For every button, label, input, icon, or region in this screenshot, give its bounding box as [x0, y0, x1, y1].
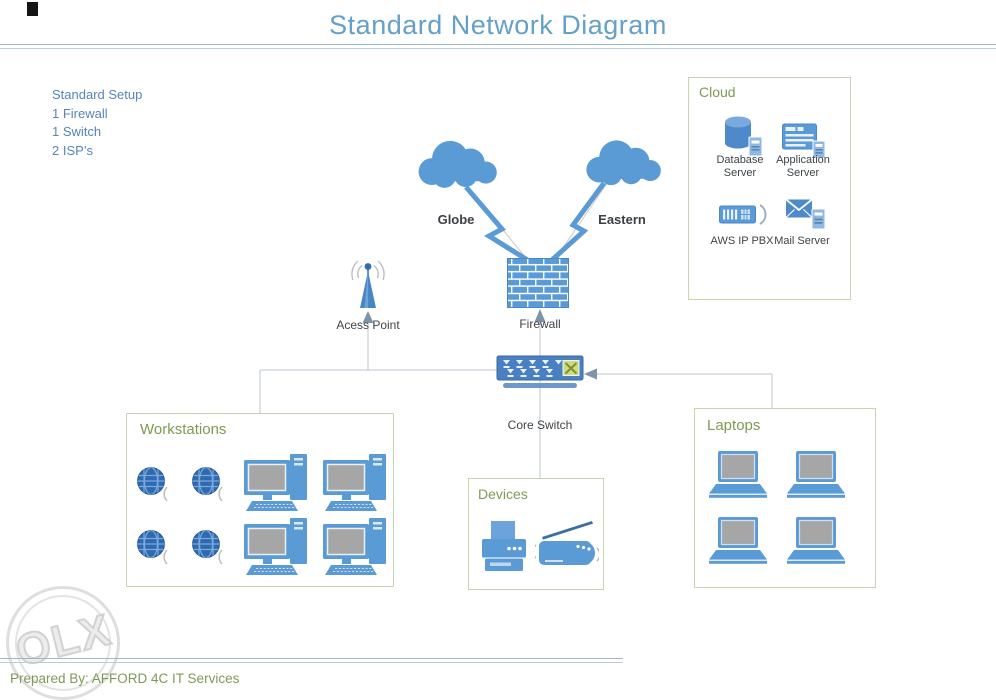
laptop-icon: [709, 517, 767, 564]
scan-artifact-mark: [27, 2, 38, 16]
workstation-desktop-icon: [323, 454, 386, 511]
access-point-icon: [351, 260, 385, 308]
printer-icon: [482, 521, 526, 571]
devices-group-label: Devices: [478, 486, 528, 502]
cloud-group-box: Cloud Database Server Application Server: [688, 77, 851, 300]
database-server-icon: [725, 116, 763, 157]
laptops-group-label: Laptops: [707, 417, 761, 434]
firewall-label: Firewall: [519, 317, 561, 331]
isp-cloud-globe-icon: [418, 140, 497, 188]
workstation-desktop-icon: [323, 518, 386, 575]
info-line-isps: 2 ISP’s: [52, 142, 93, 158]
footer-divider: [0, 658, 623, 663]
page-title: Standard Network Diagram: [329, 10, 667, 40]
application-server-label: Application Server: [776, 154, 830, 179]
isp-globe-label: Globe: [437, 212, 475, 227]
laptop-icon: [709, 451, 767, 498]
info-block: Standard Setup 1 Firewall 1 Switch 2 ISP…: [52, 86, 142, 160]
database-server-label: Database Server: [716, 154, 764, 179]
info-line-firewall: 1 Firewall: [52, 105, 108, 121]
watermark-inner-ring: [15, 595, 111, 691]
prepared-by-text: Prepared By: AFFORD 4C IT Services: [10, 671, 240, 686]
isp-eastern-label: Eastern: [598, 212, 646, 227]
workstation-globe-icon: [137, 530, 168, 565]
cloud-group-label: Cloud: [699, 84, 736, 100]
access-point-label: Acess Point: [336, 318, 400, 332]
workstation-desktop-icon: [244, 518, 307, 575]
workstations-group-label: Workstations: [140, 421, 227, 438]
laptops-group-box: Laptops: [694, 408, 876, 588]
workstation-globe-icon: [192, 530, 223, 565]
laptop-icon: [787, 517, 845, 564]
pbx-icon: [719, 204, 767, 225]
application-server-icon: [782, 123, 826, 159]
lightning-bolt-eastern: [550, 181, 607, 262]
workstation-globe-icon: [192, 467, 223, 502]
workstation-globe-icon: [137, 467, 168, 502]
devices-group-box: Devices: [468, 478, 604, 590]
isp-cloud-eastern-icon: [586, 140, 661, 186]
mail-server-label: Mail Server: [774, 235, 830, 247]
workstations-group-box: Workstations: [126, 413, 394, 587]
info-line-switch: 1 Switch: [52, 124, 102, 139]
info-line-setup: Standard Setup: [52, 87, 143, 102]
core-switch-icon: [496, 355, 584, 388]
core-switch-label: Core Switch: [507, 418, 573, 432]
title-divider: [0, 44, 996, 49]
pbx-label: AWS IP PBX: [710, 235, 774, 247]
lightning-bolt-globe: [464, 185, 531, 264]
workstation-desktop-icon: [244, 454, 307, 511]
firewall-icon: [507, 258, 569, 308]
scanner-icon: [535, 521, 599, 565]
laptop-icon: [787, 451, 845, 498]
mail-server-icon: [785, 198, 826, 230]
watermark-outer-ring: [6, 586, 120, 700]
